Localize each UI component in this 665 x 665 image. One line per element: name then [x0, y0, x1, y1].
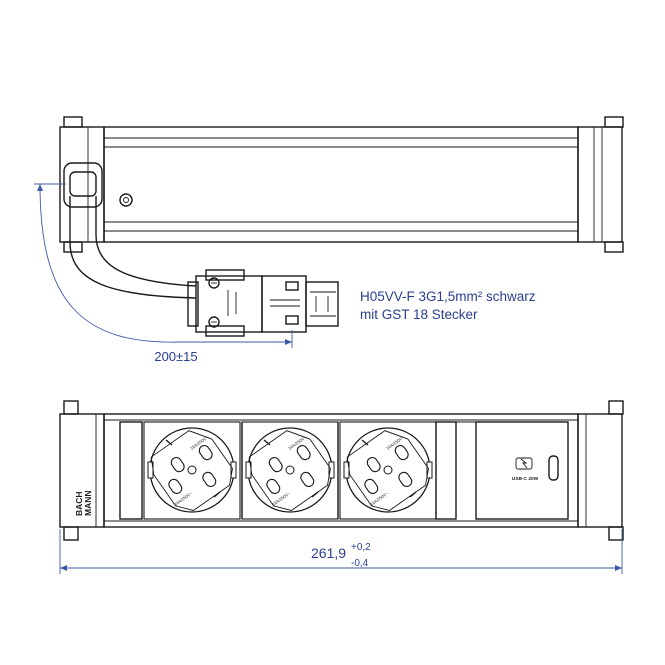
cable-length-dimension: [34, 183, 293, 348]
left-end-tab-bottom: [63, 526, 79, 541]
usb-label: USB-C 20W: [512, 476, 539, 482]
width-tolerance-upper: +0,2: [351, 542, 371, 553]
front-view: BACH MANN 16A/250V~16A/250V~16A/250V~16A…: [59, 400, 624, 574]
right-end-cap: [577, 116, 624, 253]
top-view: 200±15 H05VV-F 3G1,5mm² schwarz mit GST …: [34, 116, 624, 364]
plug-spec-label: mit GST 18 Stecker: [360, 307, 478, 322]
profile-body: [103, 126, 579, 243]
screw-hole-icon: [119, 193, 133, 207]
right-end-tab-bottom: [608, 526, 624, 541]
brand-line2: MANN: [83, 491, 93, 517]
gst18-plug: [187, 269, 339, 337]
cable: [69, 196, 197, 299]
usb-c-port-icon: [548, 455, 559, 481]
left-end-cap: [59, 116, 105, 253]
socket-module: 16A/250V~16A/250V~: [143, 421, 241, 520]
left-end-tab-top: [63, 400, 79, 415]
usb-c-module: USB-C 20W: [512, 455, 559, 482]
cable-spec-label: H05VV-F 3G1,5mm² schwarz: [360, 289, 536, 304]
width-tolerance-lower: -0,4: [351, 558, 369, 569]
right-end-tab-top: [608, 400, 624, 415]
socket-module: 16A/250V~16A/250V~: [339, 421, 437, 520]
usb-charge-icon: [515, 457, 533, 470]
socket-module: 16A/250V~16A/250V~: [241, 421, 339, 520]
width-value: 261,9: [311, 545, 346, 561]
cable-length-label: 200±15: [154, 349, 197, 364]
brand-line1: BACH: [74, 491, 84, 516]
width-dimension: [59, 529, 623, 574]
